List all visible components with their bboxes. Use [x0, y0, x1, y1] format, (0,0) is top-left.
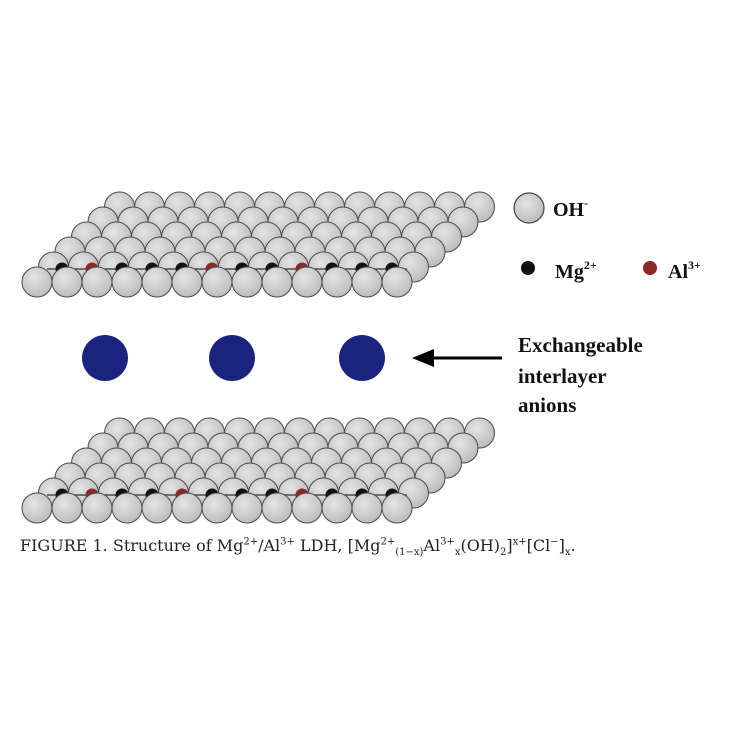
interlayer-anions [82, 335, 385, 381]
oh-sphere [21, 266, 53, 298]
oh-sphere [231, 266, 263, 298]
oh-sphere [291, 492, 323, 524]
oh-sphere [81, 266, 113, 298]
oh-sphere [51, 266, 83, 298]
oh-sphere [201, 266, 233, 298]
legend-oh-label: OH- [553, 196, 588, 221]
oh-sphere [351, 492, 383, 524]
oh-sphere [321, 492, 353, 524]
legend-al-label: Al3+ [668, 258, 701, 283]
anion-annotation: Exchangeable interlayer anions [412, 333, 643, 417]
top-hydroxide-layer [21, 191, 495, 298]
legend-oh-sphere [513, 192, 545, 224]
legend-al-dot [643, 261, 657, 275]
oh-sphere [51, 492, 83, 524]
oh-sphere [171, 492, 203, 524]
oh-sphere [321, 266, 353, 298]
oh-sphere [381, 492, 413, 524]
oh-sphere [141, 266, 173, 298]
figure-caption: FIGURE 1. Structure of Mg2+/Al3+ LDH, [M… [20, 536, 576, 559]
oh-sphere [171, 266, 203, 298]
annotation-line-3: anions [518, 393, 576, 417]
interlayer-anion [209, 335, 255, 381]
annotation-line-1: Exchangeable [518, 333, 643, 357]
annotation-line-2: interlayer [518, 364, 607, 388]
interlayer-anion [339, 335, 385, 381]
oh-sphere [291, 266, 323, 298]
oh-sphere [201, 492, 233, 524]
oh-sphere [351, 266, 383, 298]
interlayer-anion [82, 335, 128, 381]
oh-sphere [21, 492, 53, 524]
oh-sphere [141, 492, 173, 524]
legend-mg-dot [521, 261, 535, 275]
oh-sphere [381, 266, 413, 298]
oh-sphere [231, 492, 263, 524]
legend: OH- Mg2+ Al3+ [513, 192, 701, 283]
bottom-hydroxide-layer [21, 417, 495, 524]
legend-mg-label: Mg2+ [555, 258, 597, 283]
oh-sphere [111, 492, 143, 524]
oh-sphere [111, 266, 143, 298]
oh-sphere [261, 492, 293, 524]
oh-sphere [261, 266, 293, 298]
arrow-head [412, 349, 434, 367]
oh-sphere [81, 492, 113, 524]
